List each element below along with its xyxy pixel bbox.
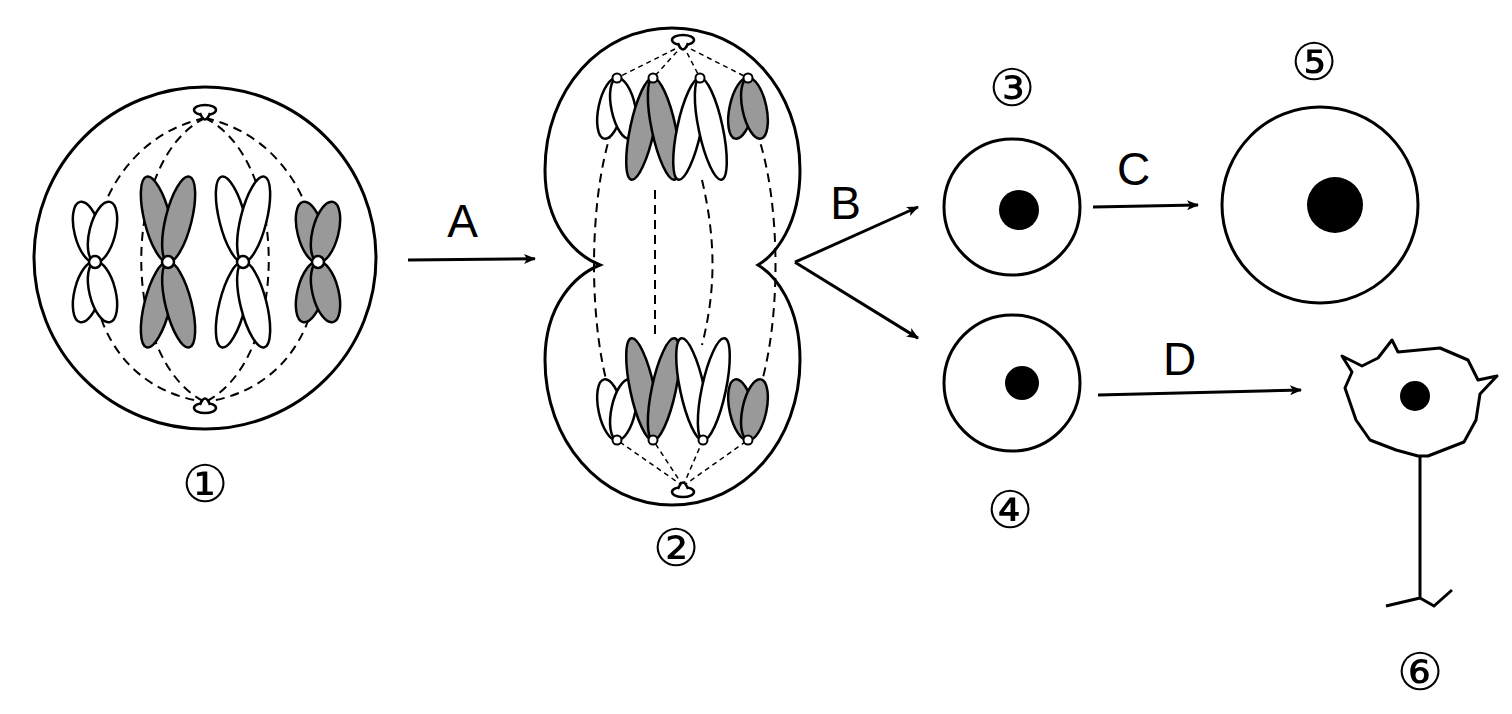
callout-number: ① — [182, 458, 229, 510]
grown-cell: ⑤ — [1222, 107, 1418, 303]
callout-number: ③ — [989, 62, 1036, 114]
callout-number: ④ — [987, 484, 1034, 536]
callout-number: ⑥ — [1397, 646, 1444, 698]
callout-number: ⑤ — [1291, 36, 1338, 88]
step-letter: C — [1117, 146, 1150, 192]
process-arrow — [408, 259, 535, 260]
cell-drawing — [545, 28, 800, 505]
cell-drawing — [944, 139, 1080, 275]
step-letter: B — [830, 180, 861, 226]
dividing-cell: ① — [33, 86, 377, 430]
cell-drawing — [1222, 107, 1418, 303]
cell-drawing — [1328, 335, 1500, 610]
step-letter: D — [1163, 336, 1196, 382]
daughter-cell: ④ — [944, 315, 1080, 451]
step-letter: A — [447, 198, 478, 244]
cell-drawing — [944, 315, 1080, 451]
cell-drawing — [33, 86, 377, 430]
process-arrow — [795, 262, 918, 338]
process-arrow — [1098, 390, 1301, 395]
daughter-cell: ③ — [944, 139, 1080, 275]
neuron-cell: ⑥ — [1328, 335, 1500, 610]
process-arrow — [1093, 205, 1198, 207]
telophase-cell: ② — [545, 28, 800, 505]
callout-number: ② — [653, 522, 700, 574]
